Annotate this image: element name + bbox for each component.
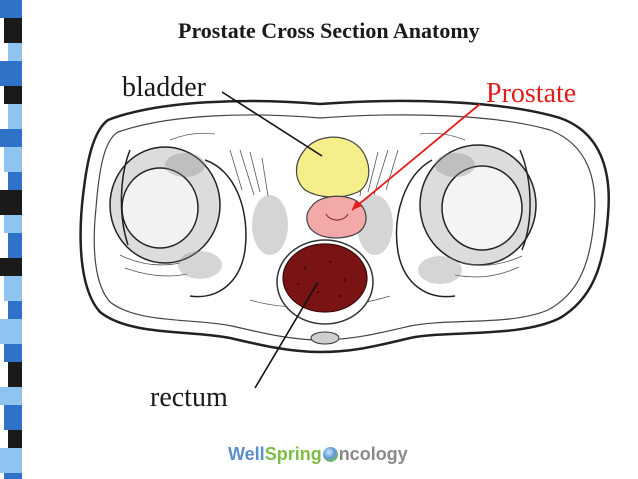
globe-icon — [322, 447, 338, 462]
strip-block — [8, 430, 22, 448]
wellspring-oncology-logo: Well Spring ncology — [228, 444, 408, 465]
strip-block — [4, 276, 22, 301]
strip-block — [8, 172, 22, 190]
logo-text-ncology: ncology — [338, 444, 408, 464]
strip-block — [0, 387, 22, 405]
strip-block — [8, 43, 22, 61]
bladder-label: bladder — [122, 72, 206, 103]
strip-block — [0, 190, 22, 215]
strip-block — [0, 61, 22, 86]
strip-block — [0, 129, 22, 147]
prostate-pointer — [351, 103, 481, 211]
strip-block — [8, 362, 22, 387]
urethra-mark — [325, 213, 349, 221]
logo-text-well: Well — [228, 444, 265, 464]
strip-block — [4, 147, 22, 172]
tissue-texture — [119, 132, 523, 308]
tissue-shading — [165, 153, 475, 284]
rectum-organ — [282, 243, 368, 313]
left-hip-region — [109, 146, 247, 298]
right-hip-region — [395, 144, 537, 298]
strip-block — [0, 448, 22, 473]
rectum-texture — [296, 260, 347, 298]
rectum-label: rectum — [150, 382, 228, 413]
strip-block — [8, 104, 22, 129]
strip-block — [4, 344, 22, 362]
inner-outline — [93, 114, 596, 341]
strip-block — [4, 215, 22, 233]
strip-block — [0, 0, 22, 18]
rectum-pointer — [254, 281, 319, 389]
bladder-pointer — [221, 91, 323, 157]
strip-block — [8, 233, 22, 258]
strip-block — [0, 319, 22, 344]
decorative-side-strip — [0, 0, 30, 479]
logo-text-spring: Spring — [264, 444, 322, 464]
page-title: Prostate Cross Section Anatomy — [178, 18, 480, 43]
strip-block — [4, 405, 22, 430]
strip-block — [8, 301, 22, 319]
strip-block — [4, 473, 22, 479]
prostate-pointer-arrowhead — [352, 200, 362, 210]
prostate-label: Prostate — [486, 78, 577, 109]
strip-block — [0, 258, 22, 276]
strip-block — [4, 18, 22, 43]
coccyx — [310, 331, 340, 345]
prostate-organ — [306, 195, 367, 239]
strip-block — [4, 86, 22, 104]
